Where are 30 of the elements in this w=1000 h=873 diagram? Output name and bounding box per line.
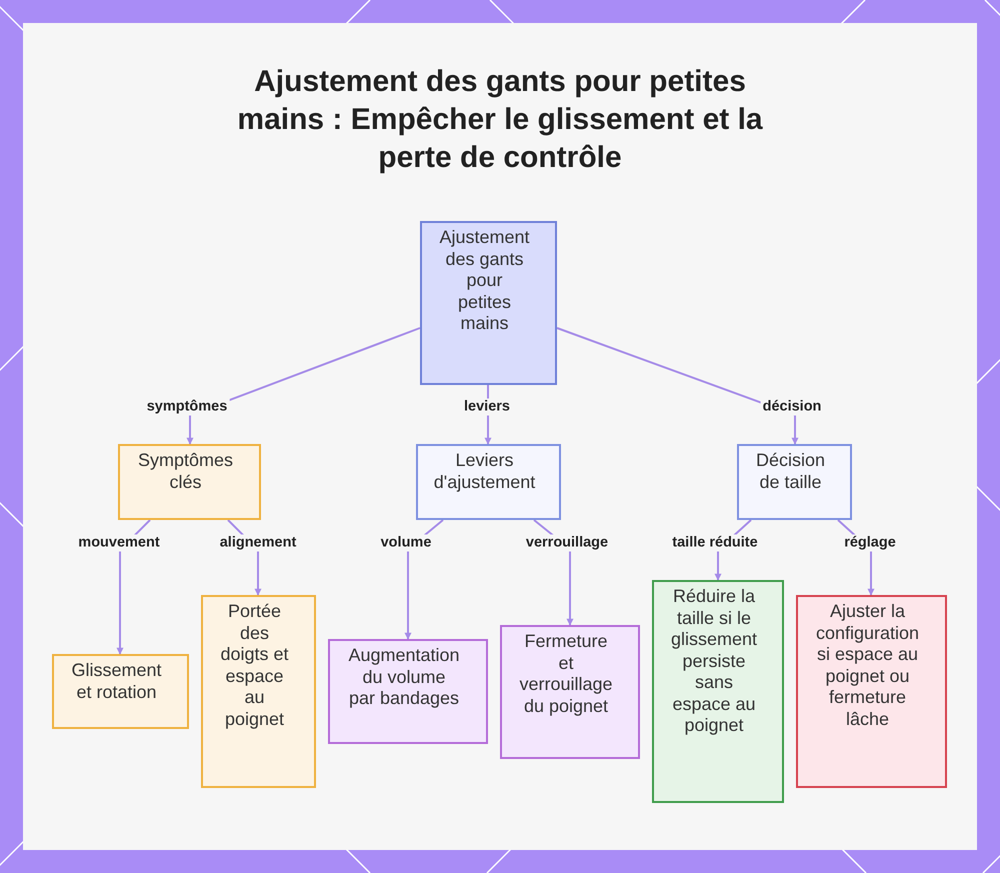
process-box [118,444,261,520]
edge-label: taille réduite [670,534,760,552]
node-text: Décision de taille [754,450,826,493]
edge-label: volume [378,534,434,552]
process-box [328,639,488,744]
process-box [737,444,852,520]
edge-label: leviers [462,398,512,416]
process-box [416,444,561,520]
node-text: Portée des doigts et espace au poignet [219,601,290,730]
process-box [201,595,316,788]
edge-label: mouvement [76,534,162,552]
node-text: Réduire la taille si le glissement persiste sans espace au poignet [670,586,758,736]
node-text: Fermeture et verrouillage du poignet [518,631,614,717]
edge-label: décision [760,398,824,416]
node-text: Leviers d'ajustement [432,450,536,493]
edge-label: symptômes [144,398,230,416]
edge-label: alignement [218,534,298,552]
process-box [796,595,947,788]
title: Ajustement des gants pour petites mains : Empêcher le glissement et la perte de contrôle [236,64,764,176]
node-text: Glissement et rotation [70,660,163,703]
edge-label: réglage [842,534,898,552]
edge-label: verrouillage [524,534,610,552]
node-text: Symptômes clés [136,450,234,493]
node-text: Ajustement des gants pour petites mains [438,227,530,334]
node-text: Ajuster la configuration si espace au poignet ou fermeture lâche [814,601,920,730]
process-box [420,221,557,385]
process-box [500,625,640,759]
process-box [52,654,189,729]
node-text: Augmentation du volume par bandages [348,645,460,710]
process-box [652,580,784,803]
